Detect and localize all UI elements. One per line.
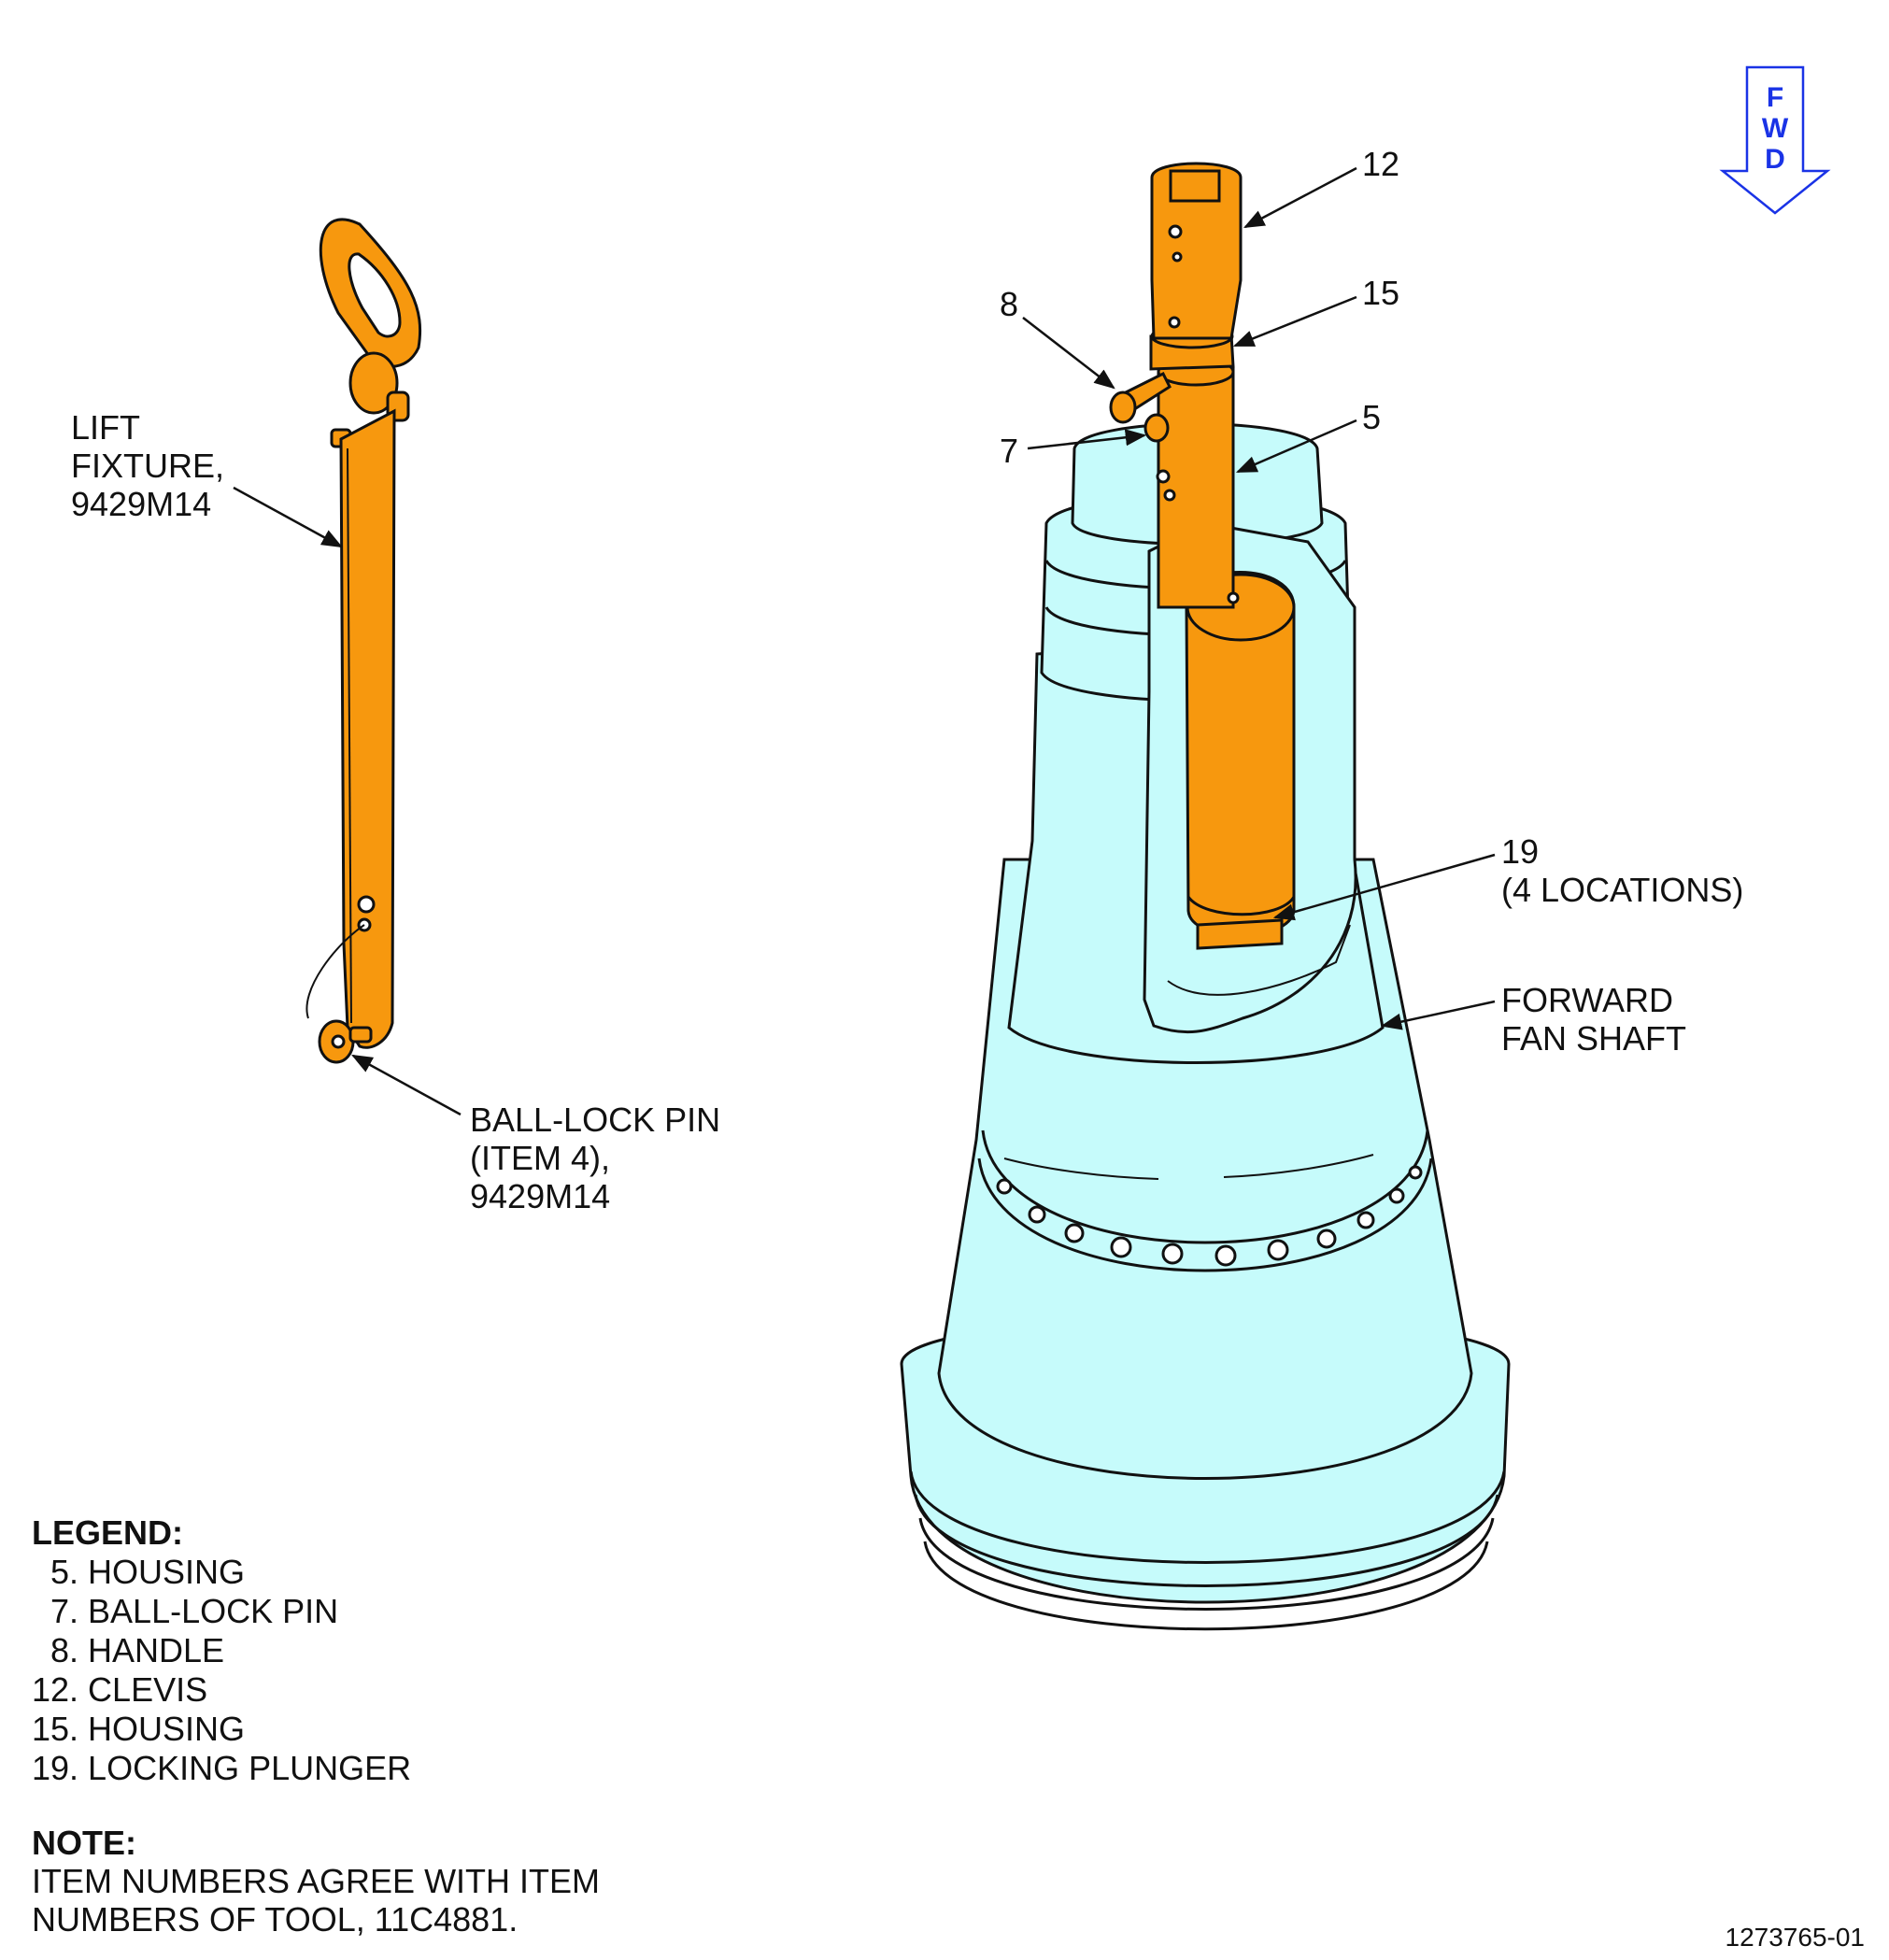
leader-lines (233, 166, 1496, 1116)
note: NOTE: ITEM NUMBERS AGREE WITH ITEM NUMBE… (32, 1824, 600, 1939)
legend-item: 19. LOCKING PLUNGER (32, 1749, 412, 1787)
legend-item: 5. HOUSING (32, 1553, 246, 1591)
label-item-12: 12 (1362, 145, 1400, 183)
fwd-letter: F (1766, 82, 1784, 113)
legend-item: 8. HANDLE (32, 1631, 225, 1669)
label-item-8: 8 (1000, 285, 1019, 323)
fwd-letter: W (1761, 113, 1789, 144)
label-forward-fan-shaft: FORWARD FAN SHAFT (1501, 981, 1687, 1058)
locking-plunger (1196, 918, 1284, 950)
note-line: NUMBERS OF TOOL, 11C4881. (32, 1900, 518, 1939)
label-item-7: 7 (1000, 432, 1019, 470)
fwd-arrow-icon (1719, 65, 1831, 215)
housing-item-5 (1157, 367, 1235, 609)
label-item-5: 5 (1362, 398, 1382, 436)
legend-item: 12. CLEVIS (32, 1670, 208, 1709)
legend-item: 15. HOUSING (32, 1710, 246, 1748)
shaft-holes (996, 1165, 1423, 1267)
legend: LEGEND: 5. HOUSING 7. BALL-LOCK PIN 8. H… (32, 1513, 411, 1788)
label-item-19: 19 (4 LOCATIONS) (1501, 832, 1744, 909)
label-ball-lock-pin-item-4: BALL-LOCK PIN (ITEM 4), 9429M14 (470, 1101, 721, 1215)
figure-id: 1273765-01 (1725, 1923, 1865, 1952)
legend-heading: LEGEND: (32, 1513, 183, 1552)
note-line: ITEM NUMBERS AGREE WITH ITEM (32, 1862, 601, 1900)
label-lift-fixture: LIFT FIXTURE, 9429M14 (71, 408, 225, 523)
label-item-15: 15 (1362, 274, 1400, 312)
shackle (348, 351, 399, 415)
lift-tool (1109, 162, 1296, 950)
clevis (1150, 162, 1243, 340)
lift-fixture (305, 218, 422, 1064)
fwd-letter: D (1765, 144, 1785, 175)
note-heading: NOTE: (32, 1824, 136, 1862)
legend-item: 7. BALL-LOCK PIN (32, 1592, 339, 1630)
ball-lock-pin (1143, 413, 1170, 443)
